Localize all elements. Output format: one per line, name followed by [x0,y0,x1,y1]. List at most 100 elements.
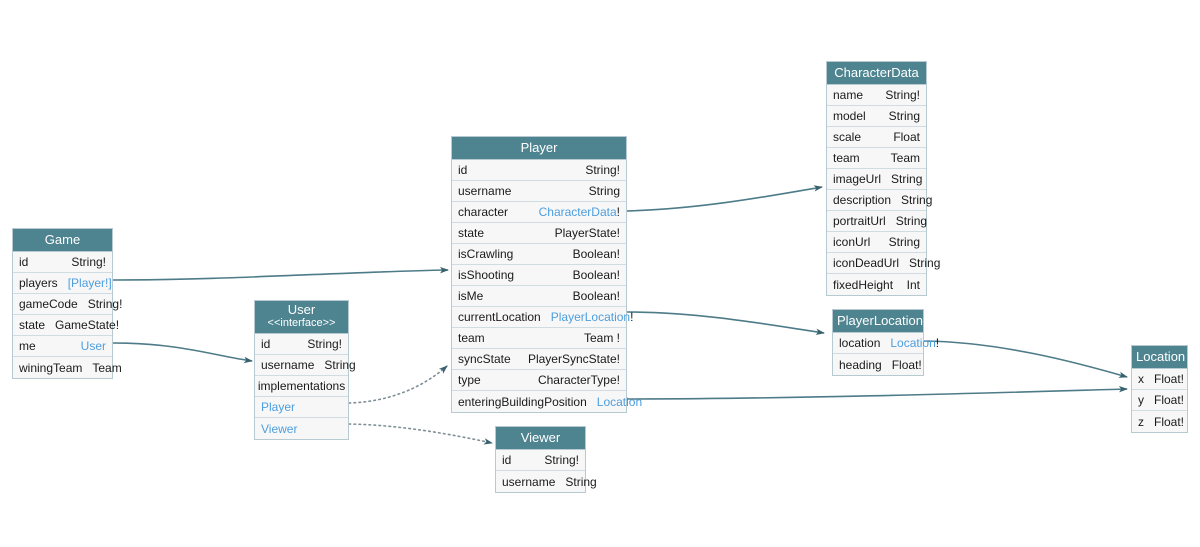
implementation-row[interactable]: Player [255,397,348,418]
field-row[interactable]: type CharacterType! [452,370,626,391]
entity-viewer[interactable]: Viewer id String! username String [495,426,597,493]
field-name: players [19,276,58,290]
field-row[interactable]: players [Player!] [13,273,112,294]
field-type: Boolean! [572,289,620,303]
entity-user[interactable]: User <<interface>> id String! username S… [254,300,356,440]
field-name: winingTeam [19,360,83,375]
field-name: type [458,373,481,387]
field-name: syncState [458,352,511,366]
field-row[interactable]: gameCode String! [13,294,122,315]
field-row[interactable]: character CharacterData! [452,202,626,223]
implementation-link-viewer[interactable]: Viewer [261,421,298,436]
field-row[interactable]: name String! [827,85,926,106]
field-row[interactable]: state GameState! [13,315,119,336]
field-name: username [458,184,512,198]
field-name: z [1138,414,1144,429]
field-name: x [1138,372,1144,386]
field-row[interactable]: me User [13,336,112,357]
field-row[interactable]: y Float! [1132,390,1187,411]
entity-game-title: Game [13,229,112,252]
field-row[interactable]: team Team ! [452,328,626,349]
field-row[interactable]: id String! [13,252,112,273]
field-name: isMe [458,289,484,303]
field-row[interactable]: state PlayerState! [452,223,626,244]
field-name: currentLocation [458,310,541,324]
field-row[interactable]: currentLocation PlayerLocation! [452,307,633,328]
edge-player-character-to-characterdata [626,185,823,212]
field-name: description [833,193,892,207]
field-type: CharacterData! [539,205,620,219]
entity-location-title: Location [1132,346,1187,369]
field-type: Team ! [583,331,620,345]
field-row[interactable]: iconDeadUrl String [827,253,940,274]
field-name: name [833,88,864,102]
field-type: String [909,256,941,270]
field-row[interactable]: username String [496,471,597,492]
field-row[interactable]: scale Float [827,127,926,148]
entity-player[interactable]: Player id String! username String charac… [451,136,642,413]
field-row[interactable]: username String [452,181,626,202]
field-type: String [888,235,920,249]
field-row[interactable]: id String! [452,160,626,181]
field-row[interactable]: isCrawling Boolean! [452,244,626,265]
field-type: Location! [890,336,939,350]
entity-viewer-title: Viewer [496,427,585,450]
field-name: me [19,339,36,353]
field-type: String [588,184,620,198]
field-row[interactable]: x Float! [1132,369,1187,390]
field-name: enteringBuildingPosition [458,394,587,409]
entity-user-title: User <<interface>> [255,301,348,334]
field-row[interactable]: isMe Boolean! [452,286,626,307]
field-name: scale [833,130,862,144]
field-row[interactable]: winingTeam Team [13,357,122,378]
field-name: portraitUrl [833,214,886,228]
field-row[interactable]: location Location! [833,333,939,354]
field-type-link[interactable]: User [80,339,106,353]
field-type-link[interactable]: CharacterData [538,205,617,219]
field-type-link[interactable]: [Player!] [67,276,112,290]
field-type: Int [906,277,920,292]
field-type: PlayerLocation! [551,310,634,324]
field-type-link[interactable]: PlayerLocation [550,310,631,324]
entity-player-title: Player [452,137,626,160]
entity-playerlocation[interactable]: PlayerLocation location Location! headin… [832,309,939,376]
field-row[interactable]: id String! [496,450,585,471]
field-type: String! [585,163,620,177]
edge-game-players-to-player [112,266,449,281]
field-type: String [891,172,923,186]
field-name: iconDeadUrl [833,256,900,270]
edge-game-me-to-user [112,342,253,364]
field-row[interactable]: enteringBuildingPosition Location [452,391,642,412]
field-type: String [901,193,933,207]
field-type: String! [87,297,123,311]
field-name: fixedHeight [833,277,894,292]
field-row[interactable]: heading Float! [833,354,923,375]
field-row[interactable]: portraitUrl String [827,211,927,232]
field-row[interactable]: syncState PlayerSyncState! [452,349,626,370]
field-type: Float! [1154,372,1185,386]
entity-location[interactable]: Location x Float! y Float! z Float! [1131,345,1188,433]
field-row[interactable]: description String [827,190,932,211]
field-row[interactable]: team Team [827,148,926,169]
field-row[interactable]: iconUrl String [827,232,926,253]
field-row[interactable]: isShooting Boolean! [452,265,626,286]
field-name: team [833,151,860,165]
entity-game[interactable]: Game id String! players [Player!] gameCo… [12,228,122,379]
field-row[interactable]: fixedHeight Int [827,274,926,295]
entity-characterdata[interactable]: CharacterData name String! model String … [826,61,940,296]
field-type-bang: ! [935,336,940,350]
field-type: PlayerSyncState! [527,352,620,366]
field-name: team [458,331,485,345]
field-type-link[interactable]: Location [596,394,643,409]
field-type: CharacterType! [537,373,620,387]
implementation-link-player[interactable]: Player [261,400,296,414]
field-type-link[interactable]: Location [890,336,936,350]
field-row[interactable]: imageUrl String [827,169,926,190]
field-name: iconUrl [833,235,871,249]
implementation-row[interactable]: Viewer [255,418,348,439]
field-row[interactable]: id String! [255,334,348,355]
field-row[interactable]: username String [255,355,356,376]
field-row[interactable]: z Float! [1132,411,1187,432]
field-row[interactable]: model String [827,106,926,127]
